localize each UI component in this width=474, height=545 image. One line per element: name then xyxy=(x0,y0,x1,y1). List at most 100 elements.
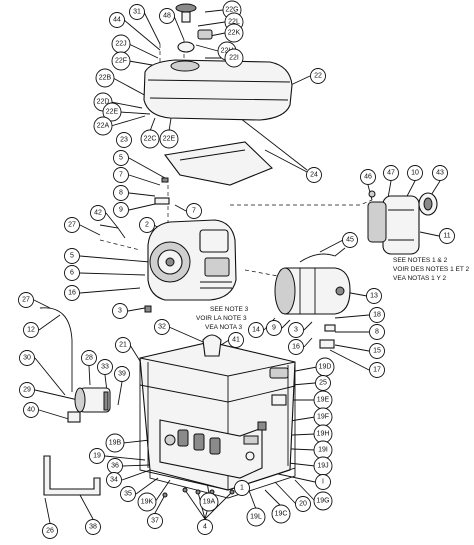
callout-label: 19B xyxy=(109,440,122,447)
callout-label: 8 xyxy=(119,190,123,197)
callout-bubble xyxy=(113,202,129,218)
callout-label: 5 xyxy=(70,253,74,260)
callout-label: 32 xyxy=(158,324,166,331)
callout-label: 7 xyxy=(119,172,123,179)
callout-label: 15 xyxy=(373,348,381,355)
callout-label: 19D xyxy=(319,364,332,371)
callout-label: 11 xyxy=(443,233,450,240)
part-callout: 9 xyxy=(266,320,282,336)
callout-label: 22H xyxy=(221,48,234,55)
hardware xyxy=(144,177,336,498)
callout-label: 19C xyxy=(275,511,288,518)
part-callout: 14 xyxy=(248,322,264,338)
part-callout: 19F xyxy=(313,407,333,427)
callout-bubble xyxy=(113,167,129,183)
panel-small-parts xyxy=(257,367,289,431)
callout-bubble xyxy=(18,292,34,308)
callout-label: 34 xyxy=(110,477,118,484)
part-callout: 35 xyxy=(120,486,136,502)
callout-bubble xyxy=(439,228,455,244)
part-callout: 13 xyxy=(366,288,382,304)
note-1-2: SEE NOTES 1 & 2 VOIR DES NOTES 1 ET 2 VE… xyxy=(393,257,469,282)
callout-bubble xyxy=(81,350,97,366)
hoses xyxy=(39,224,126,392)
callout-bubble xyxy=(120,486,136,502)
part-callout: 46 xyxy=(360,169,376,185)
callout-bubble xyxy=(64,285,80,301)
callout-bubble xyxy=(93,116,113,136)
part-callout: 19C xyxy=(271,504,291,524)
callout-bubble xyxy=(306,167,322,183)
callout-bubble xyxy=(19,350,35,366)
callout-label: 19J xyxy=(317,463,328,470)
callout-bubble xyxy=(114,366,130,382)
callout-bubble xyxy=(111,51,131,71)
callout-label: 16 xyxy=(68,290,76,297)
callout-bubble xyxy=(366,288,382,304)
part-callout: 15 xyxy=(369,343,385,359)
part-callout: 3 xyxy=(112,303,128,319)
part-callout: 39 xyxy=(114,366,130,382)
callout-bubble xyxy=(42,523,58,539)
callout-bubble xyxy=(19,382,35,398)
part-callout: 43 xyxy=(432,165,448,181)
part-callout: 22F xyxy=(111,51,131,71)
note-3-line: VEA NOTA 3 xyxy=(205,324,242,331)
callout-bubble xyxy=(271,504,291,524)
part-callout: 21 xyxy=(115,337,131,353)
callout-bubble xyxy=(313,491,333,511)
callout-bubble xyxy=(266,320,282,336)
callout-label: 22K xyxy=(228,30,241,37)
callout-label: 39 xyxy=(118,371,126,378)
part-callout: 1 xyxy=(234,480,250,496)
callout-bubble xyxy=(115,337,131,353)
callout-label: 14 xyxy=(252,327,260,334)
part-callout: 40 xyxy=(23,402,39,418)
callout-label: 41 xyxy=(232,337,240,344)
callout-label: 4 xyxy=(203,524,207,531)
callout-label: 13 xyxy=(370,293,378,300)
callout-bubble xyxy=(197,519,213,535)
callout-label: 8 xyxy=(375,329,379,336)
fuel-cap xyxy=(175,3,213,53)
part-callout: 8 xyxy=(113,185,129,201)
callout-label: 44 xyxy=(113,17,121,24)
callout-bubble xyxy=(90,205,106,221)
handle-bracket xyxy=(43,455,101,496)
callout-bubble xyxy=(383,165,399,181)
part-callout: 32 xyxy=(154,319,170,335)
callout-bubble xyxy=(315,474,331,490)
callout-bubble xyxy=(102,102,122,122)
callout-label: 19F xyxy=(317,414,329,421)
callout-label: 35 xyxy=(124,491,132,498)
callout-bubble xyxy=(89,448,105,464)
part-callout: 19K xyxy=(137,492,157,512)
callout-bubble xyxy=(64,248,80,264)
callout-label: 2 xyxy=(145,222,149,229)
callout-bubble xyxy=(106,472,122,488)
note-3-line: VOIR LA NOTE 3 xyxy=(196,315,247,322)
callout-label: 26 xyxy=(46,528,54,535)
part-callout: 36 xyxy=(107,458,123,474)
callout-label: 19I xyxy=(318,447,328,454)
callout-label: 19K xyxy=(141,499,154,506)
callout-label: 38 xyxy=(89,524,97,531)
callout-bubble xyxy=(369,343,385,359)
callout-label: 6 xyxy=(70,270,74,277)
part-callout: 11 xyxy=(439,228,455,244)
callout-label: 31 xyxy=(133,9,141,16)
callout-bubble xyxy=(95,68,115,88)
part-callout: 8 xyxy=(369,324,385,340)
callout-label: 46 xyxy=(364,174,372,181)
part-callout: 27 xyxy=(64,217,80,233)
callout-bubble xyxy=(360,169,376,185)
part-callout: 29 xyxy=(19,382,35,398)
callout-label: 22D xyxy=(97,99,110,106)
callout-label: 5 xyxy=(119,155,123,162)
callout-label: 22E xyxy=(106,109,119,116)
note-3-line: SEE NOTE 3 xyxy=(210,306,249,313)
part-callout: 7 xyxy=(113,167,129,183)
